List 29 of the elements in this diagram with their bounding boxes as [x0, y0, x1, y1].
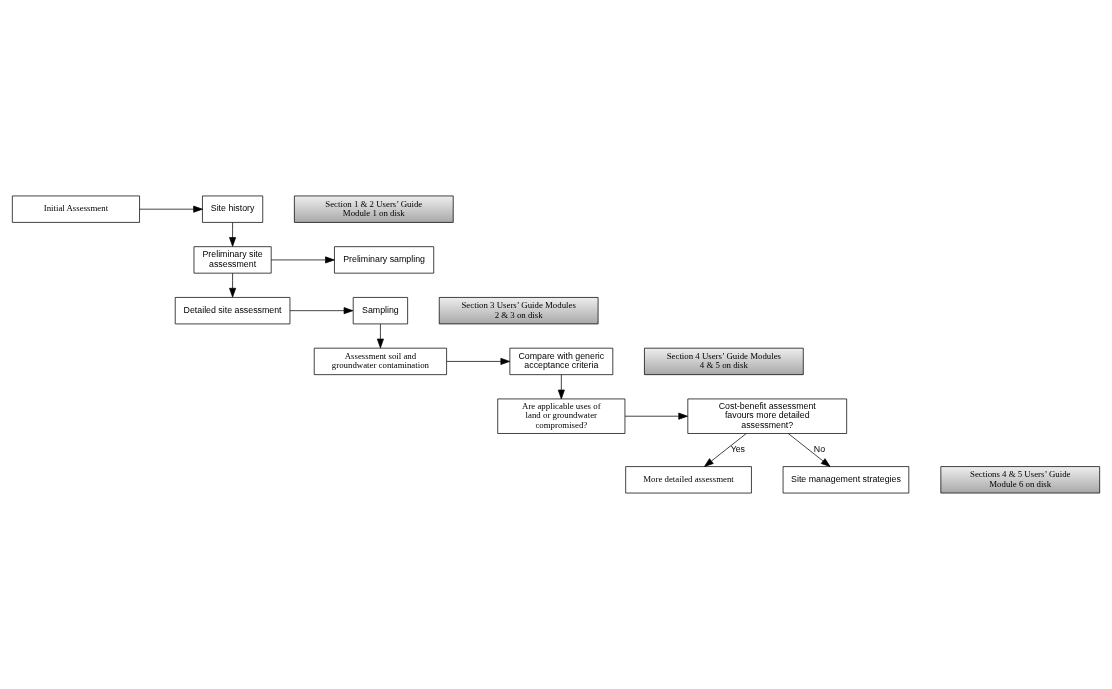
node-box: Sampling	[352, 297, 408, 325]
arrow	[446, 357, 511, 365]
arrow	[289, 307, 354, 315]
edge-label: No	[813, 444, 826, 455]
node-box: Site management strategies	[782, 466, 910, 494]
node-box: Cost-benefit assessment favours more detailed assessment?	[687, 398, 848, 434]
node-box: Are applicable uses of land or groundwater compromised?	[497, 398, 626, 434]
node-box: Compare with generic acceptance criteria	[509, 347, 614, 375]
node-box: Preliminary site assessment	[193, 246, 272, 274]
arrow	[139, 205, 203, 213]
arrow	[704, 433, 747, 467]
node-box: More detailed assessment	[625, 466, 752, 494]
arrow	[229, 222, 237, 247]
arrow	[787, 433, 831, 467]
node-box: Assessment soil and groundwater contamination	[313, 347, 447, 375]
node-box: Detailed site assessment	[174, 297, 291, 325]
edge-label: Yes	[730, 444, 746, 455]
arrow	[557, 374, 565, 400]
node-box: Sections 4 & 5 Users’ Guide Module 6 on disk	[940, 466, 1101, 494]
arrow	[376, 323, 384, 349]
node-box: Section 4 Users’ Guide Modules 4 & 5 on disk	[644, 347, 804, 375]
node-box: Section 3 Users’ Guide Modules 2 & 3 on disk	[438, 297, 599, 325]
node-box: Site history	[202, 195, 264, 223]
node-box: Initial Assessment	[11, 195, 140, 223]
node-box: Preliminary sampling	[334, 246, 435, 274]
arrow	[624, 412, 688, 420]
arrow	[229, 273, 237, 298]
arrow	[271, 256, 335, 264]
node-box: Section 1 & 2 Users’ Guide Module 1 on disk	[294, 195, 454, 223]
